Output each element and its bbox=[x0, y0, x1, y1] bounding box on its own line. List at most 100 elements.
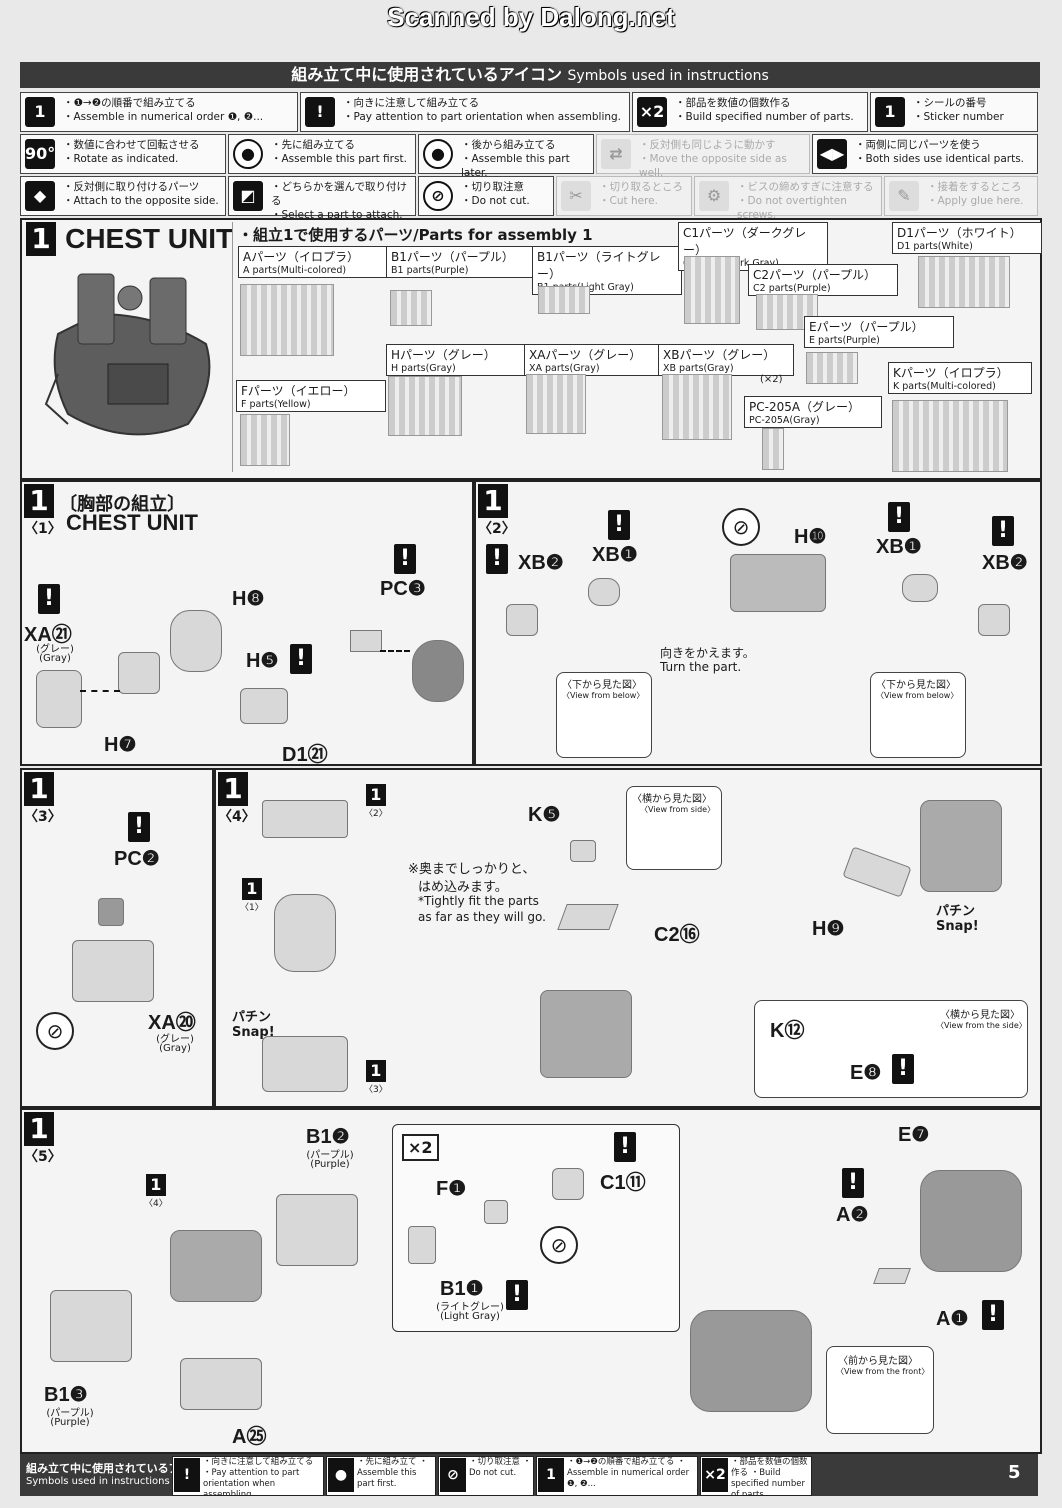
label-h5: H❺ bbox=[246, 650, 279, 672]
caution-icon: ! bbox=[38, 584, 60, 614]
label-h9: H❾ bbox=[812, 918, 845, 940]
label-xb2-left: XB❷ bbox=[518, 552, 564, 574]
legend-text-en: ・Assemble in numerical order ❶, ❷... bbox=[63, 111, 264, 123]
part-label: Kパーツ（イロプラ）K parts(Multi-colored) bbox=[888, 362, 1032, 394]
view-side2-box bbox=[754, 1000, 1028, 1098]
label-b1-2-sub1: (パープル) bbox=[306, 1150, 354, 1161]
footer-item: ⊘・切り取注意 ・Do not cut. bbox=[438, 1456, 534, 1496]
legend-text: ・どちらかを選んで取り付ける・Select a part to attach. bbox=[271, 180, 413, 222]
part-label-en: F parts(Yellow) bbox=[241, 399, 311, 410]
parts-list-area bbox=[232, 222, 1035, 472]
footer-item: ×2・部品を数値の個数作る ・Build specified number of… bbox=[700, 1456, 812, 1496]
part-label-en: A parts(Multi-colored) bbox=[243, 265, 347, 276]
view-below-jp-left: 〈下から見た図〉 bbox=[562, 680, 642, 691]
label-d1-21: D1㉑ bbox=[282, 744, 328, 766]
legend-item: 1 ・シールの番号・Sticker number bbox=[870, 92, 1038, 132]
caution-icon: ! bbox=[982, 1300, 1004, 1330]
do-not-cut-icon: ⊘ bbox=[722, 508, 760, 546]
label-e7: E❼ bbox=[898, 1124, 930, 1146]
section1-heading: 1 CHEST UNIT bbox=[26, 222, 233, 256]
footer-icon: ⊘ bbox=[440, 1458, 466, 1492]
legend-icon: ◩ bbox=[233, 181, 263, 211]
footer-icon: ×2 bbox=[702, 1458, 728, 1492]
caution-icon: ! bbox=[486, 544, 508, 574]
legend-icon: ● bbox=[233, 139, 263, 169]
sprue-image bbox=[918, 256, 1010, 308]
part-label-jp: C1パーツ（ダークグレー） bbox=[683, 226, 807, 257]
footer-title-en: Symbols used in instructions bbox=[26, 1476, 170, 1487]
legend-text: ・向きに注意して組み立てる・Pay attention to part orie… bbox=[343, 96, 627, 124]
sprue-image bbox=[526, 374, 586, 434]
legend-title-jp: 組み立て中に使用されているアイコン bbox=[291, 65, 562, 84]
part-label: PC-205A（グレー）PC-205A(Gray) bbox=[744, 396, 882, 428]
x2-icon: ×2 bbox=[402, 1134, 439, 1161]
part-h5-drawing bbox=[240, 688, 288, 724]
legend-text-jp: ・反対側に取り付けるパーツ bbox=[63, 181, 200, 193]
footer-title-jp: 組み立て中に使用されているアイコン bbox=[26, 1462, 213, 1475]
arrow bbox=[80, 690, 120, 692]
ref-step4-num: 1 bbox=[145, 1174, 166, 1196]
view-below-jp-right: 〈下から見た図〉 bbox=[876, 680, 956, 691]
sprue-image bbox=[662, 374, 732, 440]
part-label: Eパーツ（パープル）E parts(Purple) bbox=[804, 316, 954, 348]
arrow bbox=[380, 650, 410, 652]
legend-text-en: ・Apply glue here. bbox=[927, 195, 1024, 207]
legend-item: ×2・部品を数値の個数作る・Build specified number of … bbox=[632, 92, 868, 132]
footer-text: ・❶→❷の順番で組み立てる ・Assemble in numerical ord… bbox=[567, 1457, 690, 1489]
label-b1-3: B1❸ bbox=[44, 1384, 88, 1406]
ref-step3: 1〈3〉 bbox=[364, 1060, 388, 1095]
step1-heading: 1 〔胸部の組立〕 bbox=[24, 484, 185, 518]
step4-excl-e8: ! bbox=[892, 1054, 914, 1084]
part-label: B1パーツ（パープル）B1 parts(Purple) bbox=[386, 246, 534, 278]
legend-text: ・接着をするところ・Apply glue here. bbox=[927, 180, 1035, 208]
legend-text: ・シールの番号・Sticker number bbox=[913, 96, 1035, 124]
label-pc3: PC❸ bbox=[380, 578, 426, 600]
part-label-en: C2 parts(Purple) bbox=[753, 283, 831, 294]
part-label-jp: B1パーツ（パープル） bbox=[391, 250, 514, 264]
part-b1-2-drawing bbox=[276, 1194, 358, 1266]
note-en1: *Tightly fit the parts bbox=[418, 894, 539, 908]
part-a25-drawing bbox=[180, 1358, 262, 1410]
part-label: XBパーツ（グレー）XB parts(Gray) bbox=[658, 344, 794, 376]
view-side-en: 〈View from side〉 bbox=[640, 805, 716, 814]
part-b1-1-drawing bbox=[408, 1226, 436, 1264]
caution-icon: ! bbox=[128, 812, 150, 842]
ref-step2: 1〈2〉 bbox=[364, 784, 388, 819]
label-b1-2-sub2: (Purple) bbox=[310, 1159, 350, 1170]
part-pc2-drawing bbox=[98, 898, 124, 926]
legend-item: ⊘・切り取注意・Do not cut. bbox=[418, 176, 554, 216]
view-below-en-right: 〈View from below〉 bbox=[876, 691, 959, 700]
legend-text-jp: ・向きに注意して組み立てる bbox=[343, 97, 480, 109]
part-label-en: D1 parts(White) bbox=[897, 241, 973, 252]
legend-item: ✎・接着をするところ・Apply glue here. bbox=[884, 176, 1038, 216]
part-h7-drawing bbox=[36, 670, 82, 728]
part-label: Fパーツ（イエロー）F parts(Yellow) bbox=[236, 380, 386, 412]
label-a2: A❷ bbox=[836, 1204, 869, 1226]
label-h7: H❼ bbox=[104, 734, 137, 756]
footer-text: ・先に組み立て ・Assemble this part first. bbox=[357, 1457, 428, 1489]
sprue-image bbox=[240, 414, 290, 466]
legend-item: ⇄・反対側も同じように動かす・Move the opposite side as… bbox=[596, 134, 810, 179]
snap-label-left: パチン Snap! bbox=[232, 1010, 275, 1040]
label-xa20-sub2: (Gray) bbox=[159, 1043, 191, 1054]
step1-excl-h5: ! bbox=[290, 644, 312, 674]
legend-icon: 1 bbox=[875, 97, 905, 127]
legend-text: ・❶→❷の順番で組み立てる・Assemble in numerical orde… bbox=[63, 96, 295, 124]
legend-text-en: ・Both sides use identical parts. bbox=[855, 153, 1025, 165]
legend-text: ・切り取るところ・Cut here. bbox=[599, 180, 689, 208]
part-chest-core-drawing bbox=[412, 640, 464, 702]
footer-text: ・向きに注意して組み立てる ・Pay attention to part ori… bbox=[203, 1457, 314, 1496]
step1-number: 1 bbox=[24, 484, 54, 518]
footer-item: 1・❶→❷の順番で組み立てる ・Assemble in numerical or… bbox=[536, 1456, 698, 1496]
step2-excl4: ! bbox=[992, 516, 1014, 546]
step1-excl-xa: ! bbox=[38, 584, 60, 614]
ref-step4: 1〈4〉 bbox=[144, 1174, 168, 1209]
legend-icon: 1 bbox=[25, 97, 55, 127]
view-front-jp: 〈前から見た図〉 bbox=[838, 1356, 918, 1367]
caution-icon: ! bbox=[608, 510, 630, 540]
step3-heading: 1 bbox=[24, 772, 54, 806]
footer-icon: 1 bbox=[538, 1458, 564, 1492]
step4-number: 1 bbox=[218, 772, 248, 806]
part-label-en: E parts(Purple) bbox=[809, 335, 880, 346]
x2-label: (×2) bbox=[760, 374, 783, 385]
